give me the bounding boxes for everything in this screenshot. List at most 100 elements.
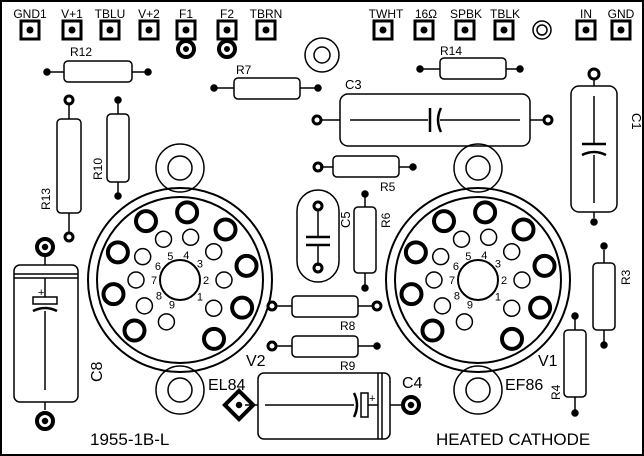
- v2-pin-5[interactable]: [154, 230, 173, 248]
- pad-tbrn[interactable]: [255, 19, 277, 41]
- label-v2: V+2: [138, 7, 160, 21]
- v1-pin-9[interactable]: [455, 313, 474, 331]
- pad-f2[interactable]: [216, 19, 238, 59]
- label-r14: R14: [440, 44, 462, 58]
- v1-pin-5[interactable]: [452, 230, 471, 248]
- v2-pin-4[interactable]: [181, 228, 200, 247]
- pad-gnd[interactable]: [610, 19, 632, 41]
- resistor-r8[interactable]: [266, 295, 383, 318]
- resistor-r4[interactable]: [563, 312, 587, 417]
- label-r10: R10: [91, 158, 105, 180]
- v2-ring-pad[interactable]: [122, 318, 147, 343]
- v1-pin-1[interactable]: [502, 299, 521, 318]
- label-f2: F2: [220, 7, 234, 21]
- resistor-r12[interactable]: [43, 60, 152, 83]
- v1-ring-pad[interactable]: [473, 200, 498, 225]
- label-r4: R4: [549, 384, 563, 400]
- v1-pin-2[interactable]: [513, 271, 531, 289]
- label-c5: C5: [338, 211, 353, 228]
- resistor-r5[interactable]: [312, 155, 417, 178]
- v2-pin-3[interactable]: [204, 242, 223, 261]
- resistor-r10[interactable]: [106, 96, 130, 200]
- pad-gnd1[interactable]: [19, 19, 41, 41]
- v1-pin-7[interactable]: [425, 271, 443, 289]
- label-r5: R5: [380, 180, 396, 194]
- v2-pin-7[interactable]: [127, 271, 145, 289]
- resistor-r6[interactable]: [353, 190, 377, 292]
- resistors: [43, 57, 616, 417]
- resistor-r7[interactable]: [210, 77, 322, 100]
- v2-ring-pad[interactable]: [105, 240, 130, 265]
- footer-text: 1955-1B-L HEATED CATHODE: [90, 430, 590, 449]
- v1-pin-label: 4: [481, 250, 487, 262]
- v2-ring-pad[interactable]: [134, 209, 158, 234]
- v1-pin-4[interactable]: [479, 228, 498, 247]
- label-r3: R3: [619, 269, 633, 285]
- v2-ring-pad[interactable]: [202, 326, 226, 351]
- v2-pin-label: 6: [155, 261, 161, 273]
- label-in: IN: [580, 7, 592, 21]
- v2-ring-pad[interactable]: [101, 282, 126, 307]
- v1-pin-3[interactable]: [502, 242, 521, 261]
- v2-pin-6[interactable]: [133, 247, 152, 266]
- pad-tblk[interactable]: [493, 19, 515, 41]
- v2-ring-pad[interactable]: [234, 253, 259, 278]
- label-v2: V2: [246, 353, 266, 370]
- polarity-c8: +: [38, 287, 44, 299]
- v1-ring-pad[interactable]: [532, 253, 557, 278]
- v1-pin-6[interactable]: [431, 247, 450, 266]
- v2-pin-9[interactable]: [157, 313, 176, 331]
- v2-ring-pad[interactable]: [175, 200, 200, 225]
- pad-in[interactable]: [575, 19, 597, 41]
- resistor-r14[interactable]: [416, 57, 524, 80]
- resistor-r9[interactable]: [266, 335, 381, 358]
- v2-pin-label: 8: [156, 290, 162, 302]
- capacitor-c3[interactable]: [311, 93, 554, 147]
- capacitor-c4[interactable]: [222, 372, 421, 440]
- top-labels: GND1 V+1 TBLU V+2 F1 F2 TBRN TWHT 16Ω SP…: [13, 7, 634, 21]
- v1-ring-pad[interactable]: [403, 240, 428, 265]
- v2-pin-8[interactable]: [135, 297, 154, 315]
- v1-pin-label: 2: [501, 275, 507, 287]
- tube-labels: V2 EL84 V1 EF86: [208, 353, 558, 394]
- v2-ring-pad[interactable]: [230, 295, 255, 320]
- label-ef86: EF86: [505, 377, 543, 394]
- v1-ring-pad[interactable]: [500, 326, 524, 351]
- v1-pin-label: 1: [495, 292, 501, 304]
- pad-tblu[interactable]: [99, 19, 121, 41]
- pad-16ohm[interactable]: [413, 19, 435, 41]
- capacitor-c1[interactable]: [570, 67, 618, 226]
- v1-ring-pad[interactable]: [399, 282, 424, 307]
- resistor-r13[interactable]: [56, 94, 82, 243]
- v2-pin-label: 1: [197, 292, 203, 304]
- capacitor-labels: C3 C1 C5 C8 C4 + +: [38, 77, 644, 405]
- capacitor-c8[interactable]: [13, 237, 79, 431]
- pad-twht[interactable]: [372, 19, 394, 41]
- pad-c4-neg[interactable]: [222, 388, 256, 422]
- board-variant: HEATED CATHODE: [436, 430, 590, 449]
- v2-pin-label: 9: [169, 300, 175, 312]
- resistor-r3[interactable]: [592, 242, 616, 349]
- v2-ring-pad[interactable]: [213, 217, 238, 242]
- pad-v1[interactable]: [61, 19, 83, 41]
- label-c4: C4: [402, 375, 423, 392]
- v1-ring-pad[interactable]: [432, 209, 456, 234]
- v2-pin-label: 4: [183, 250, 189, 262]
- v1-ring-pad[interactable]: [528, 295, 553, 320]
- label-f1: F1: [179, 7, 193, 21]
- capacitor-c5[interactable]: [296, 189, 340, 283]
- pad-v2[interactable]: [138, 19, 160, 41]
- v2-pin-label: 3: [197, 258, 203, 270]
- v1-pin-8[interactable]: [433, 297, 452, 315]
- v1-ring-pad[interactable]: [420, 318, 445, 343]
- v2-pin-2[interactable]: [215, 271, 233, 289]
- pad-f1[interactable]: [175, 19, 197, 59]
- pad-spbk[interactable]: [454, 19, 476, 41]
- v2-pin-1[interactable]: [204, 299, 223, 318]
- v1-ring-pad[interactable]: [511, 217, 536, 242]
- label-r7: R7: [236, 63, 252, 77]
